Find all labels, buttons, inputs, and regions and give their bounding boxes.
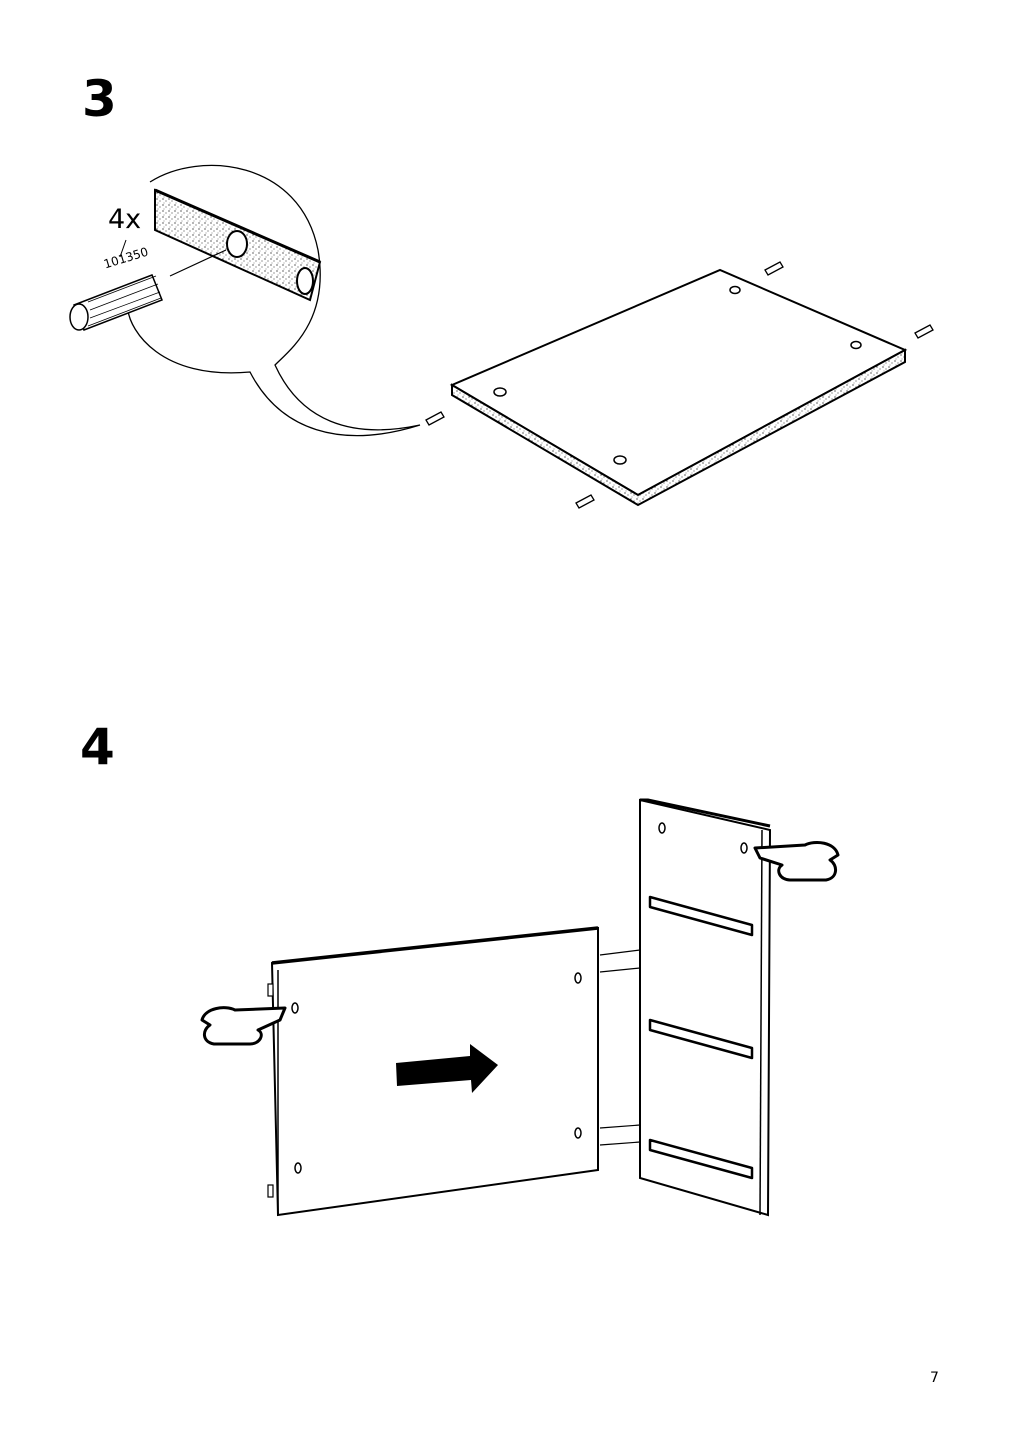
step-number-4: 4 (80, 718, 115, 776)
quantity-label: 4x (108, 204, 142, 235)
page-number: 7 (930, 1370, 939, 1386)
back-panel-icon (270, 926, 599, 1217)
step-number-3: 3 (82, 70, 117, 128)
dowel-icon (69, 274, 163, 331)
step-3-illustration (69, 164, 934, 509)
magnifier-outline (127, 164, 421, 437)
dowel-hole-icon (226, 230, 248, 258)
pointing-hand-icon (753, 841, 840, 882)
shelf-panel-icon (449, 268, 908, 507)
direction-arrow-icon (396, 1044, 498, 1093)
step-4-illustration (200, 798, 840, 1217)
side-panel-icon (639, 798, 772, 1217)
pointing-hand-icon (200, 1006, 287, 1046)
